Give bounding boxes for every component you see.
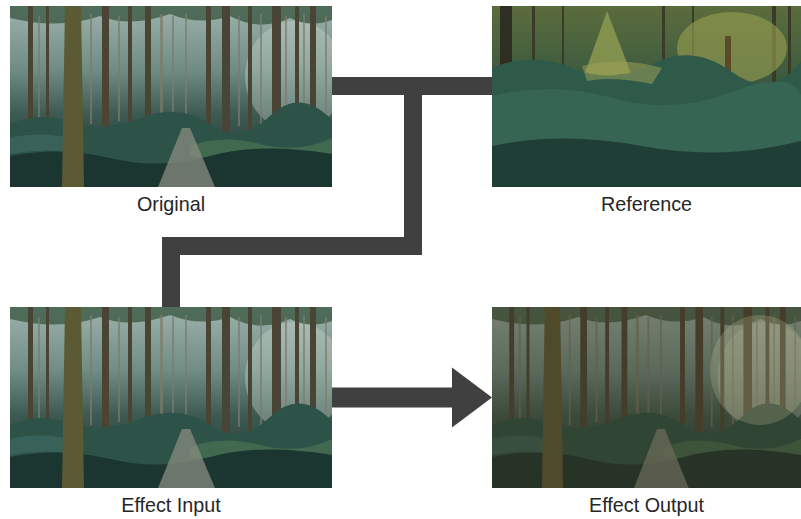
output-glow (710, 315, 801, 425)
caption: Reference (492, 193, 801, 215)
connector-bar (171, 86, 413, 307)
photo-panel: Effect Output (492, 307, 801, 516)
photo-panel: Original (10, 6, 332, 215)
caption: Effect Output (492, 494, 801, 516)
effect-output-photo (492, 307, 801, 488)
connector (171, 86, 492, 307)
photo-panel: Reference (492, 6, 801, 215)
connector-bar (332, 388, 454, 408)
effect-input-photo (10, 307, 345, 488)
connector (332, 368, 492, 428)
connector (171, 86, 413, 307)
original-photo (10, 6, 345, 187)
arrowhead (452, 368, 492, 428)
reference-photo (492, 6, 801, 187)
connector-bar (171, 86, 492, 307)
caption: Original (10, 193, 332, 215)
caption: Effect Input (10, 494, 332, 516)
photo-panel: Effect Input (10, 307, 332, 516)
